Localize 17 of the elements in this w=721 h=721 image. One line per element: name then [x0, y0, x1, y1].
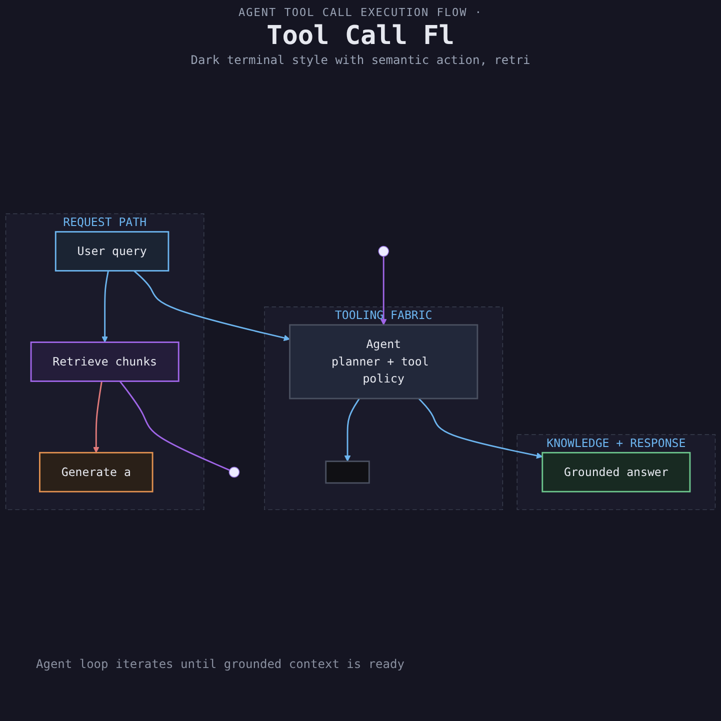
node-box: User query [54, 231, 170, 272]
arrow [344, 398, 360, 462]
node-box: Agent planner + tool policy [289, 324, 478, 400]
connector [119, 381, 230, 472]
node-box: Generate a [39, 452, 154, 493]
arrow [134, 270, 290, 342]
arrow [418, 398, 543, 459]
node-box: Grounded answer [542, 452, 691, 493]
arrow [102, 270, 109, 343]
overline-text: AGENT TOOL CALL EXECUTION FLOW · [238, 6, 484, 19]
footer-note: Agent loop iterates until grounded context is ready [35, 657, 406, 671]
subtitle: Dark terminal style with semantic action, retri [190, 53, 532, 67]
node-box [325, 460, 370, 484]
title: Tool Call Fl [266, 21, 456, 51]
arrow [380, 256, 387, 326]
arrow [92, 381, 102, 454]
node-box: Retrieve chunks [30, 342, 180, 382]
